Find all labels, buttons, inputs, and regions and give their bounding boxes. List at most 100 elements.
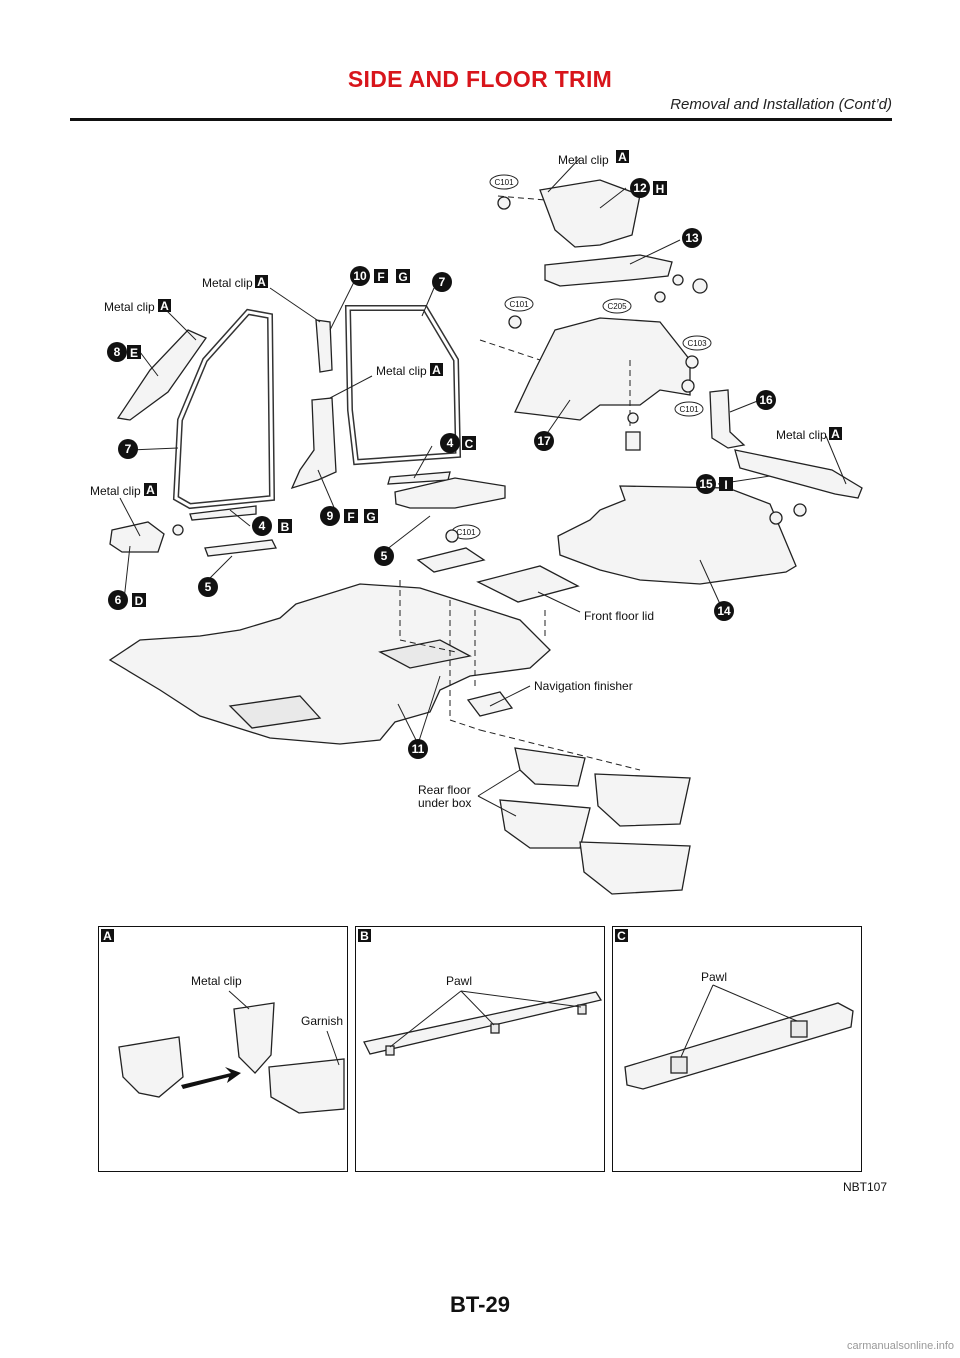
callout-5-front: 5 xyxy=(198,577,218,597)
svg-text:17: 17 xyxy=(537,434,551,448)
callout-12: 12 xyxy=(630,178,650,198)
part-shapes xyxy=(108,179,863,895)
under-box-4 xyxy=(579,841,691,895)
svg-text:8: 8 xyxy=(114,345,121,359)
clip-c103: C103 xyxy=(682,335,712,369)
bolt-13 xyxy=(672,274,684,286)
hook-17 xyxy=(625,431,641,451)
svg-text:C103: C103 xyxy=(687,339,707,348)
part-11-shape xyxy=(108,583,551,745)
clip-c101-d: C101 xyxy=(445,524,481,543)
svg-text:C205: C205 xyxy=(607,302,627,311)
under-box-3 xyxy=(594,773,691,827)
detail-a-garnish xyxy=(268,1058,345,1114)
detail-a-clip-left xyxy=(118,1036,184,1098)
dashed-leaders xyxy=(399,195,641,771)
svg-text:12: 12 xyxy=(633,181,647,195)
label-rear-floor-under-box-1: Rear floor xyxy=(418,783,471,797)
text-labels: Metal clip Metal clip Metal clip Metal c… xyxy=(90,153,827,810)
svg-text:15: 15 xyxy=(699,477,713,491)
clips: C101 C101 C205 C103 C101 C101 xyxy=(172,174,807,543)
tag-i: I xyxy=(719,477,733,492)
watermark: carmanualsonline.info xyxy=(846,1340,954,1352)
part-8-shape xyxy=(116,329,207,421)
detail-b-pawl-3 xyxy=(577,1004,587,1015)
svg-text:B: B xyxy=(281,520,290,534)
front-floor-lid-shape xyxy=(476,565,580,603)
leader-lines xyxy=(119,157,847,817)
clip-c101-c: C101 xyxy=(674,379,704,417)
part-5-rear-shape xyxy=(394,477,506,509)
part-7-front-inner xyxy=(174,310,274,508)
label-navigation-finisher: Navigation finisher xyxy=(534,679,633,693)
callout-4-rear: 4 xyxy=(440,433,460,453)
part-4-front-shape xyxy=(189,505,257,521)
part-14-shape xyxy=(557,485,797,585)
detail-a-arrow xyxy=(181,1067,241,1089)
bolt-15 xyxy=(769,511,783,525)
svg-text:A: A xyxy=(257,275,266,289)
tag-a-1: A xyxy=(616,150,629,164)
callout-4-front: 4 xyxy=(252,516,272,536)
clip-c205: C205 xyxy=(602,298,632,314)
part-6-shape xyxy=(109,521,165,553)
detail-b-pawl-2 xyxy=(490,1023,500,1034)
svg-text:G: G xyxy=(398,270,407,284)
svg-text:A: A xyxy=(432,363,441,377)
tag-f-9: F xyxy=(344,509,358,524)
svg-text:4: 4 xyxy=(447,436,454,450)
detail-c-pawl-2 xyxy=(790,1020,808,1038)
detail-c-label-pawl: Pawl xyxy=(701,970,727,984)
numbered-callouts: 12 13 10 7 8 7 16 17 4 15 4 9 5 5 6 14 1… xyxy=(107,178,776,759)
figure-reference: NBT107 xyxy=(842,1180,887,1194)
tag-g-9: G xyxy=(364,509,378,524)
label-metal-clip-1: Metal clip xyxy=(558,153,609,167)
letter-tags: A A A A A A H F G E C B F G D I xyxy=(127,150,842,608)
svg-text:14: 14 xyxy=(717,604,731,618)
tag-c: C xyxy=(462,436,476,451)
callout-16: 16 xyxy=(756,390,776,410)
tag-d: D xyxy=(132,593,146,608)
tag-b: B xyxy=(278,519,292,534)
part-13-shape xyxy=(544,254,673,287)
svg-text:13: 13 xyxy=(685,231,699,245)
svg-text:5: 5 xyxy=(381,549,388,563)
svg-text:E: E xyxy=(130,346,138,360)
svg-text:C: C xyxy=(617,929,626,943)
label-front-floor-lid: Front floor lid xyxy=(584,609,654,623)
under-box-1 xyxy=(514,747,586,787)
svg-text:6: 6 xyxy=(115,593,122,607)
svg-text:9: 9 xyxy=(327,509,334,523)
svg-text:5: 5 xyxy=(205,580,212,594)
svg-text:7: 7 xyxy=(125,442,132,456)
tag-a-5: A xyxy=(829,427,842,441)
clip-13 xyxy=(654,291,666,303)
svg-text:C101: C101 xyxy=(494,178,514,187)
callout-8: 8 xyxy=(107,342,127,362)
svg-text:I: I xyxy=(724,478,727,492)
svg-text:A: A xyxy=(103,929,112,943)
part-9-shape xyxy=(290,397,337,490)
callout-17: 17 xyxy=(534,431,554,451)
detail-b-pawl-1 xyxy=(385,1045,395,1056)
under-box-2 xyxy=(499,799,591,849)
page-number: BT-29 xyxy=(450,1292,510,1317)
detail-panel-c: C Pawl xyxy=(612,926,862,1172)
callout-13: 13 xyxy=(682,228,702,248)
detail-c-strip xyxy=(624,1002,854,1090)
detail-b-strip xyxy=(363,991,603,1055)
clip-c101-a: C101 xyxy=(489,174,519,210)
svg-text:F: F xyxy=(377,270,384,284)
part-10-shape xyxy=(315,319,333,373)
callout-9: 9 xyxy=(320,506,340,526)
section-title: SIDE AND FLOOR TRIM xyxy=(347,66,613,92)
tag-h: H xyxy=(653,181,667,196)
callout-11: 11 xyxy=(408,739,428,759)
part-small-panel-shape xyxy=(416,547,486,573)
svg-text:C101: C101 xyxy=(456,528,476,537)
svg-text:G: G xyxy=(366,510,375,524)
svg-text:D: D xyxy=(135,594,144,608)
svg-text:10: 10 xyxy=(353,269,367,283)
part-5-front-shape xyxy=(204,539,277,557)
section-subtitle: Removal and Installation (Cont’d) xyxy=(670,96,892,113)
